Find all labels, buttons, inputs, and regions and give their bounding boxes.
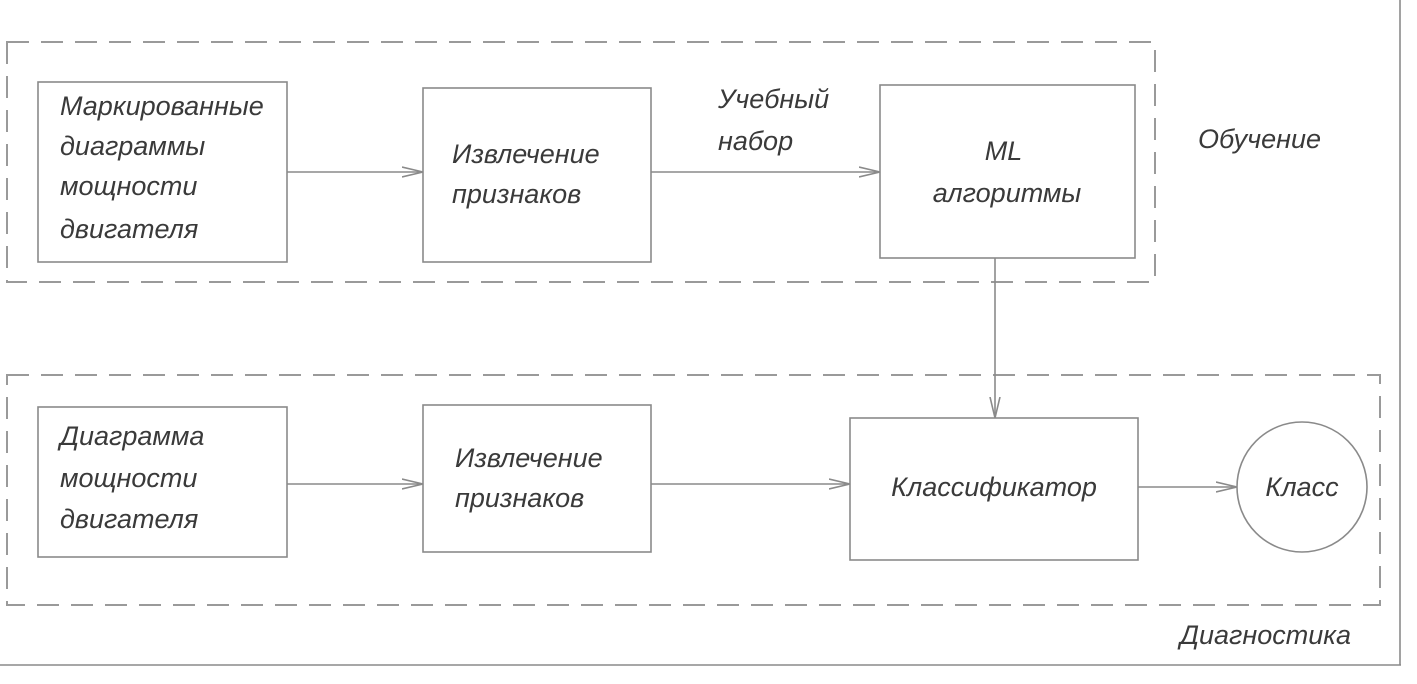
ml-algorithms-text: ML алгоритмы bbox=[933, 136, 1082, 208]
feature-extraction-train-block bbox=[422, 87, 652, 263]
labeled-diagrams-block bbox=[37, 81, 288, 263]
feature-extraction-train-text: Извлечение признаков bbox=[452, 139, 607, 209]
ml-algorithms-block bbox=[879, 84, 1136, 259]
training-group bbox=[6, 41, 1156, 283]
diagnostics-group bbox=[6, 374, 1381, 606]
training-group-label: Обучение bbox=[1198, 124, 1321, 154]
diagnostics-group-label: Диагностика bbox=[1177, 620, 1351, 650]
feature-extraction-diag-block bbox=[422, 404, 652, 553]
classifier-block bbox=[849, 417, 1139, 561]
labeled-diagrams-text: Маркированные диаграммы мощности двигате… bbox=[60, 91, 271, 244]
classifier-text: Классификатор bbox=[891, 472, 1097, 502]
power-diagram-block bbox=[37, 406, 288, 558]
feature-extraction-diag-text: Извлечение признаков bbox=[455, 443, 610, 513]
power-diagram-text: Диаграмма мощности двигателя bbox=[57, 421, 212, 534]
class-text: Класс bbox=[1265, 472, 1339, 502]
training-set-label: Учебный набор bbox=[717, 84, 837, 156]
